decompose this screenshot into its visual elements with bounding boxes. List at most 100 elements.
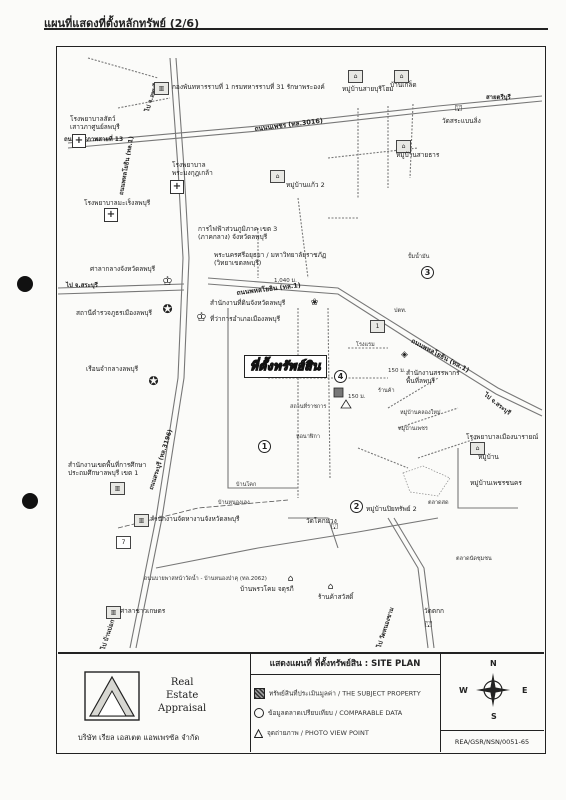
place-hospital-pramongkut: โรงพยาบาล [172,161,206,169]
shop-2-icon: ⌂ [287,574,294,584]
place-ban-kluea: บ้านเกล็ด [390,81,417,89]
place-school: เรือนจำกลางลพบุรี [86,365,139,373]
place-village-3: หมู่บ้านสายธาร [396,151,440,159]
distance-label-3: 150 ม. [388,368,406,374]
district-seal-icon: ♔ [196,310,207,324]
road-1-east-line-2 [207,283,543,417]
road-network [58,57,543,649]
road-label-13: ถนนมิตรภาพสายที่ 13 [64,136,124,143]
vet-hospital-icon: + [72,134,86,148]
company-logo-icon [84,671,140,721]
compass-block: N S W E REA/GSR/NSN/0051-65 [440,654,544,752]
place-gas: ปตท. [394,308,407,314]
ban-kluea-icon: ⌂ [394,70,409,83]
labor-office-icon: ▥ [134,514,149,527]
legend-property-text: ทรัพย์สินที่ประเมินมูลค่า / THE SUBJECT … [269,689,421,698]
compass-north: N [490,659,497,668]
property-swatch-icon [254,688,265,699]
road-1-east-line [207,277,543,411]
place-court: ศาลากลางจังหวัดลพบุรี [90,265,156,273]
place-office-tax-sub: พื้นที่ลพบุรี [406,377,435,385]
company-name-line3: Appraisal [158,703,207,714]
place-electric-sub: (ภาคกลาง) จังหวัดลพบุรี [198,233,268,241]
company-name-th: บริษัท เรียล เอสเตต แอพเพรซัล จำกัด [78,733,200,742]
legend-block: แสดงแผนที่ ที่ตั้งทรัพย์สิน : SITE PLAN … [250,654,441,752]
place-land-office: สำนักงานที่ดินจังหวัดลพบุรี [210,299,286,307]
shop-3-icon: ⌂ [327,582,334,592]
hospital-lopburi-icon: + [104,208,118,222]
army-icon: ▥ [154,82,169,95]
place-ban-nong-sub: บ้านหนองเลง [218,500,250,506]
comparable-3-marker[interactable]: 3 [421,266,434,279]
compass-west: W [459,686,468,695]
place-vet: โรงพยาบาลสัตว์ [70,115,116,123]
place-landmark-a: สถานที่ราชการ [290,404,327,410]
legend-row-photo: จุดถ่ายภาพ / PHOTO VIEW POINT [254,728,369,738]
place-university-sub: (วิทยาเขตลพบุรี) [214,259,262,267]
village-1-icon: ⌂ [348,70,363,83]
village-5-icon: ⌂ [470,442,485,455]
place-ban-nong: หมู่บ้าน [478,453,499,461]
place-village-1: หมู่บ้านสายบุรีโฮม [342,85,394,93]
comparable-circle-icon [254,708,264,718]
gas-station-icon: ◈ [401,350,408,360]
compass-east: E [522,686,528,695]
map-frame [56,46,546,754]
page-title: แผนที่แสดงที่ตั้งหลักทรัพย์ (2/6) [44,17,200,30]
place-electric: การไฟฟ้าส่วนภูมิภาค เขต 3 [198,225,278,233]
road-3016-line-2 [67,100,543,149]
place-village-small-1: หมู่บ้านคลองใหม่ [400,410,441,416]
place-village-5: หมู่บ้านเพชรชนคร [470,479,522,487]
place-market: ตลาดนัดชุมชน [456,556,492,562]
police-seal-icon: ✪ [162,302,173,316]
place-village-small-2: หมู่บ้านเพชร [398,426,428,432]
distance-label-2: 150 ม. [348,394,366,400]
legend-photo-text: จุดถ่ายภาพ / PHOTO VIEW POINT [267,729,369,737]
subject-label[interactable]: ที่ตั้งทรัพย์สิน [244,355,327,378]
village-2-icon: ⌂ [270,170,285,183]
place-hospital-muang: โรงพยาบาลเมืองนารายณ์ [466,433,539,441]
place-green-store: ร้านค้า [378,388,395,394]
wat-icon: ⛫ [454,104,463,114]
railway [117,499,289,529]
label-sai-tri: สายตรีบุรี [486,94,511,101]
legend-divider [58,652,544,654]
road-1-line [129,57,184,649]
place-wat-khonkaew: วัดตกก [424,607,444,615]
hospital-icon: + [170,180,184,194]
company-name-line1: Real [170,677,194,688]
wat-khonkaew-icon: ⛫ [424,620,433,630]
place-hotel: โรงแรม [356,342,375,348]
pond [402,465,451,497]
map-area[interactable]: ถนนพหลโยธิน (ทล.1) ถนนนเพชร (ทล.3016) ถน… [58,48,544,652]
subject-parcel [333,387,344,398]
comparable-1-marker[interactable]: 1 [258,440,271,453]
place-edu-office-sub: ประถมศึกษาลพบุรี เขต 1 [68,469,139,477]
place-market-2: ตลาดสด [428,500,449,506]
place-wat-pa: วัดโคกม่วง [306,517,337,525]
place-pump: ปั้มน้ำมัน [408,254,430,260]
legend-row-property: ทรัพย์สินที่ประเมินมูลค่า / THE SUBJECT … [254,688,421,699]
bypass-road-label: ถนนบายพาสหน้าวัดน้ำ - บ้านหนองป่าคุ (ทล.… [144,576,267,582]
place-labor-office: สำนักงานจัดหางานจังหวัดลพบุรี [150,515,240,523]
punch-hole-bottom [22,493,38,509]
place-district-office: ที่ว่าการอำเภอเมืองลพบุรี [210,315,281,323]
place-wat-sai: วัดสระแบนลิ่ง [442,117,481,125]
legend-row-compare: ข้อมูลตลาดเปรียบเทียบ / COMPARABLE DATA [254,708,402,718]
place-police: สถานีตำรวจภูธรเมืองลพบุรี [76,309,153,317]
shop-icon: 1 [370,320,385,333]
comparable-2-marker[interactable]: 2 [350,500,363,513]
photo-viewpoint-icon [254,728,263,738]
place-village-2: หมู่บ้านแก้ว 2 [286,181,325,189]
punch-hole-top [17,276,33,292]
distance-label-1: 1,040 ม. [274,278,297,284]
market-building-icon: ▥ [106,606,121,619]
road-south-wat [387,517,429,649]
place-ban-khok: บ้านโคก [236,482,257,488]
comparable-4-marker[interactable]: 4 [334,370,347,383]
place-landmark-b: หอนาฬิกา [296,434,320,440]
road-south-wat-2 [393,517,435,649]
legend-compare-text: ข้อมูลตลาดเปรียบเทียบ / COMPARABLE DATA [268,709,403,717]
road-1-line-2 [135,57,190,649]
place-hospital-pramongkut-sub: พระมงกุฎเกล้า [172,169,213,177]
